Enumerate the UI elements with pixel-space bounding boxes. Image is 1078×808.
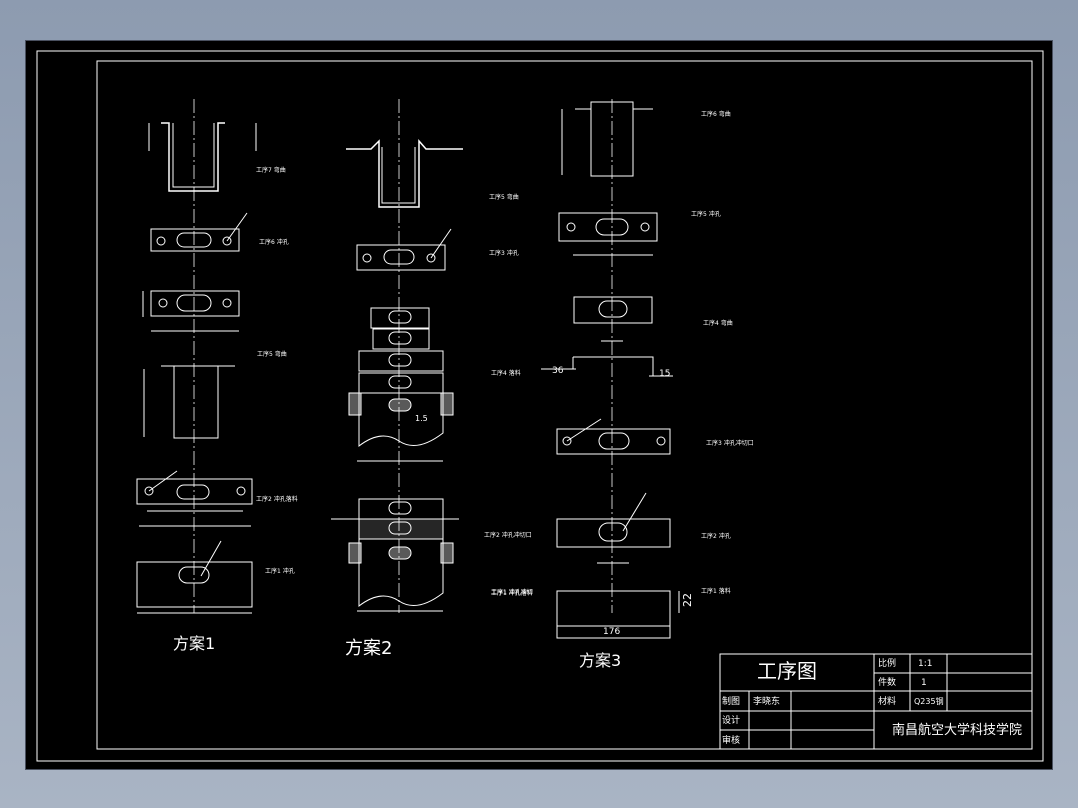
svg-text:工序3 冲孔: 工序3 冲孔 <box>489 249 519 257</box>
dim-1-5: 1.5 <box>415 414 428 423</box>
svg-text:工序6 冲孔: 工序6 冲孔 <box>259 238 289 246</box>
school-name: 南昌航空大学科技学院 <box>892 722 1022 738</box>
svg-text:工序6 弯曲: 工序6 弯曲 <box>701 110 731 118</box>
design-label: 设计 <box>722 714 740 726</box>
svg-text:工序5 弯曲: 工序5 弯曲 <box>257 350 287 358</box>
scheme-2-label: 方案2 <box>345 638 392 659</box>
dim-176: 176 <box>603 627 620 637</box>
cad-viewport[interactable]: 工序7 弯曲 工序6 冲孔 工序5 弯曲 工序2 冲孔落料 <box>25 40 1053 770</box>
centerlines <box>193 99 613 613</box>
svg-text:工序1 落料: 工序1 落料 <box>701 587 731 595</box>
quantity-value: 1 <box>921 678 927 688</box>
drawing-title: 工序图 <box>757 659 817 683</box>
svg-text:工序5 冲孔: 工序5 冲孔 <box>691 210 721 218</box>
material-label: 材料 <box>878 695 896 707</box>
scale-value: 1:1 <box>918 659 932 669</box>
dim-36: 36 <box>552 366 564 376</box>
svg-text:工序1 冲孔冲切: 工序1 冲孔冲切 <box>491 588 533 596</box>
dim-22: 22 <box>681 593 694 607</box>
drawn-by-label: 制图 <box>722 695 740 707</box>
scheme2-parts: 工序5 弯曲 工序3 冲孔 工序4 落料 <box>331 139 533 612</box>
svg-text:工序2 冲孔冲切口: 工序2 冲孔冲切口 <box>484 531 532 539</box>
review-label: 审核 <box>722 734 740 746</box>
title-block <box>719 653 1033 750</box>
scheme1-parts: 工序7 弯曲 工序6 冲孔 工序5 弯曲 工序2 冲孔落料 <box>136 122 298 614</box>
scale-label: 比例 <box>878 657 896 669</box>
svg-text:工序1 冲孔落料: 工序1 冲孔落料 <box>491 589 533 597</box>
scheme-3-label: 方案3 <box>579 651 621 670</box>
svg-text:工序5 弯曲: 工序5 弯曲 <box>489 193 519 201</box>
svg-text:工序2 冲孔: 工序2 冲孔 <box>701 532 731 540</box>
dim-15: 15 <box>659 369 670 379</box>
outer-frame <box>36 50 1044 762</box>
svg-text:工序2 冲孔落料: 工序2 冲孔落料 <box>256 495 298 503</box>
svg-text:工序1 冲孔: 工序1 冲孔 <box>265 567 295 575</box>
drawing-canvas: 工序7 弯曲 工序6 冲孔 工序5 弯曲 工序2 冲孔落料 <box>36 50 1044 762</box>
drawn-by-value: 李晓东 <box>753 695 780 707</box>
scheme3-parts: 工序6 弯曲 工序5 冲孔 工序4 弯曲 工序3 冲孔冲切口 工序2 冲孔 <box>491 101 754 639</box>
quantity-label: 件数 <box>878 676 896 688</box>
svg-text:工序4 落料: 工序4 落料 <box>491 369 521 377</box>
svg-text:工序4 弯曲: 工序4 弯曲 <box>703 319 733 327</box>
inner-frame <box>96 60 1033 750</box>
svg-text:工序3 冲孔冲切口: 工序3 冲孔冲切口 <box>706 439 754 447</box>
svg-text:工序7 弯曲: 工序7 弯曲 <box>256 166 286 174</box>
scheme-1-label: 方案1 <box>173 634 215 653</box>
material-value: Q235钢 <box>914 696 944 706</box>
